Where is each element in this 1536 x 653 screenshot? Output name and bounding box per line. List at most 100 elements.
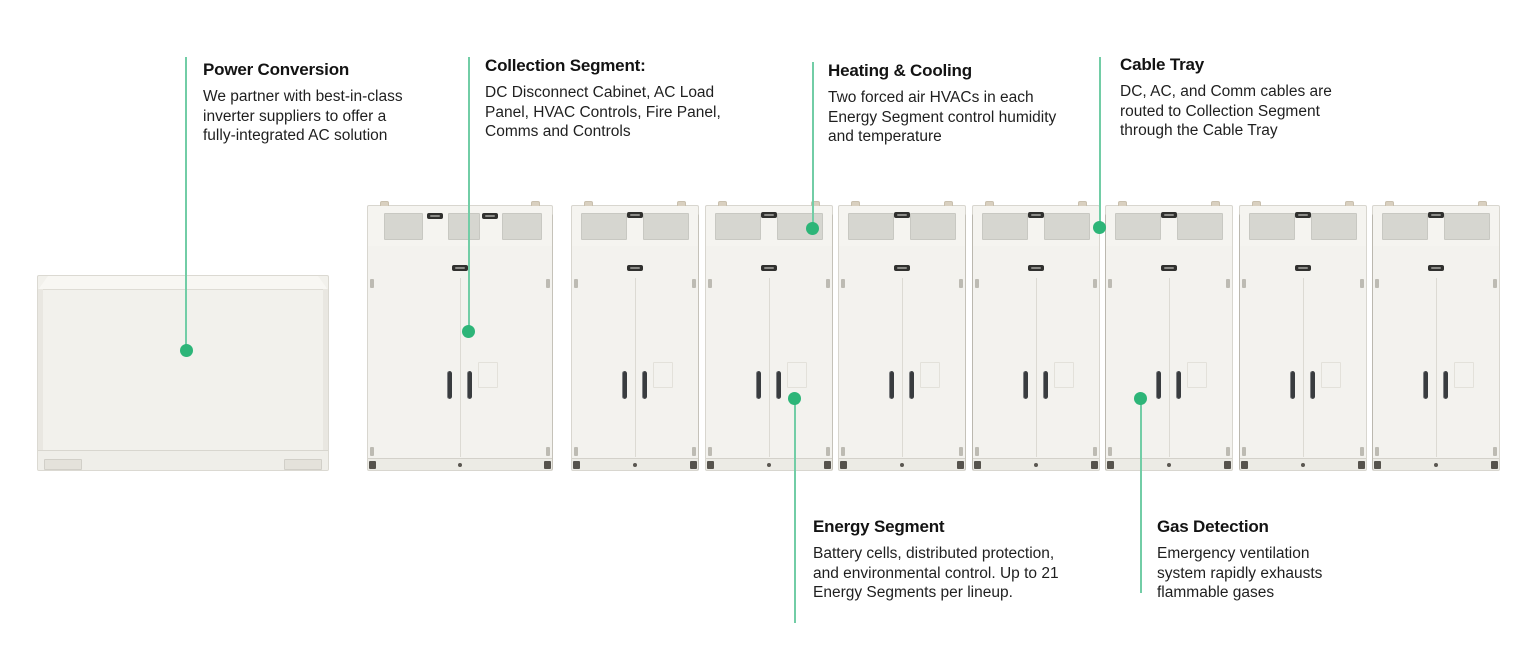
latch-slot-icon [452,265,468,271]
hinge-icon [370,279,374,288]
hinge-icon [1375,279,1379,288]
bolt-icon [1034,463,1038,467]
hinge-icon [1226,279,1230,288]
foot-icon [44,459,82,470]
latch-slot-icon [1428,265,1444,271]
hinge-icon [708,447,712,456]
base-section [973,458,1099,470]
callout-line-collection-segment [468,57,470,331]
latch-slot-icon [894,265,910,271]
door-plate [787,362,807,388]
door-handle [642,371,647,399]
callout-title: Heating & Cooling [828,61,972,80]
cabinet-energy-segment-2 [705,201,833,471]
cabinet-energy-segment-1 [571,201,699,471]
foot-icon [840,461,847,469]
door-seam [635,278,636,457]
callout-title: Power Conversion [203,60,350,79]
vent-panel [1249,213,1295,240]
vent-panel [982,213,1028,240]
callout-dot-heating-cooling [806,222,819,235]
bolt-icon [458,463,462,467]
cabinet-power-conversion-unit [37,275,329,471]
cabinet-energy-segment-7 [1372,201,1500,471]
vent-section [973,206,1099,247]
foot-icon [1491,461,1498,469]
door-seam [902,278,903,457]
foot-icon [974,461,981,469]
callout-collection-segment: Collection Segment: DC Disconnect Cabine… [485,56,747,142]
door-section [973,276,1099,459]
bolt-icon [1434,463,1438,467]
door-section [1240,276,1366,459]
foot-icon [957,461,964,469]
latch-slot-icon [1295,265,1311,271]
hinge-icon [1108,447,1112,456]
foot-icon [544,461,551,469]
door-handle [1043,371,1048,399]
vent-panel [1382,213,1428,240]
foot-icon [1374,461,1381,469]
vent-panel [643,213,689,240]
foot-icon [690,461,697,469]
latch-slot-icon [1028,265,1044,271]
callout-body: We partner with best-in-class inverter s… [203,88,403,144]
door-handle [756,371,761,399]
mid-panel [368,246,552,277]
foot-icon [1358,461,1365,469]
bolt-icon [1301,463,1305,467]
door-handle [467,371,472,399]
door-plate [920,362,940,388]
vent-panel [1444,213,1490,240]
door-section [839,276,965,459]
vent-panel [502,213,542,240]
callout-dot-collection-segment [462,325,475,338]
latch-slot-icon [1161,265,1177,271]
cabinet-energy-segment-4 [972,201,1100,471]
callout-energy-segment: Energy Segment Battery cells, distribute… [813,517,1099,603]
door-section [368,276,552,459]
cabinet-energy-segment-5 [1105,201,1233,471]
door-seam [460,278,461,457]
vent-panel [1177,213,1223,240]
bolt-icon [900,463,904,467]
door-seam [1436,278,1437,457]
callout-title: Energy Segment [813,517,945,536]
vent-section [706,206,832,247]
latch-slot-icon [1028,212,1044,218]
vent-section [572,206,698,247]
latch-slot-icon [1161,212,1177,218]
callout-title: Gas Detection [1157,517,1269,536]
latch-slot-icon [627,265,643,271]
mid-panel [706,246,832,277]
hinge-icon [1242,447,1246,456]
callout-dot-energy-segment [788,392,801,405]
door-handle [1310,371,1315,399]
latch-slot-icon [894,212,910,218]
door-section [1106,276,1232,459]
base-section [1106,458,1232,470]
foot-icon [1224,461,1231,469]
door-plate [1454,362,1474,388]
hinge-icon [959,279,963,288]
base-section [1240,458,1366,470]
callout-dot-power-conversion [180,344,193,357]
door-plate [1321,362,1341,388]
callout-body: DC, AC, and Comm cables are routed to Co… [1120,83,1332,139]
callout-body: Battery cells, distributed protection, a… [813,545,1059,601]
mid-panel [1373,246,1499,277]
vent-section [368,206,552,247]
callout-line-cable-tray [1099,57,1101,227]
mid-panel [572,246,698,277]
vent-panel [910,213,956,240]
foot-icon [1091,461,1098,469]
hinge-icon [1360,447,1364,456]
door-handle [447,371,452,399]
callout-line-heating-cooling [812,62,814,228]
callout-heating-cooling: Heating & Cooling Two forced air HVACs i… [828,61,1086,147]
hinge-icon [708,279,712,288]
callout-body: Two forced air HVACs in each Energy Segm… [828,89,1057,145]
hinge-icon [546,279,550,288]
foot-icon [1107,461,1114,469]
door-plate [1054,362,1074,388]
